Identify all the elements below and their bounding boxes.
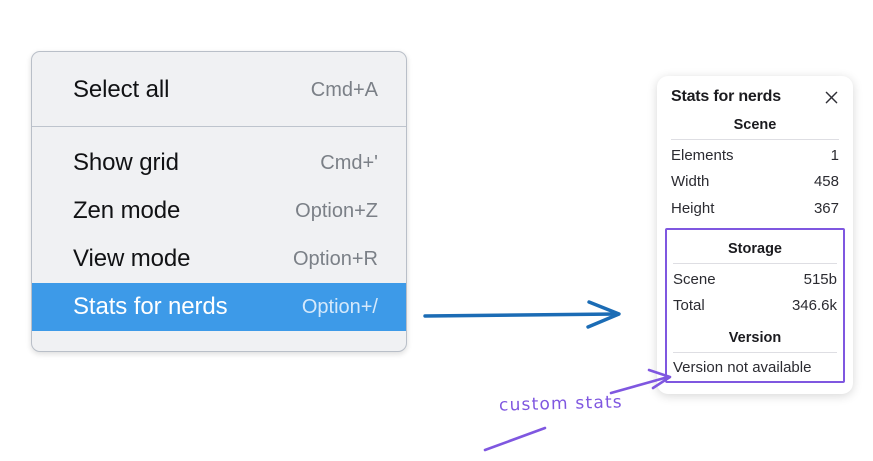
- menu-item-shortcut: Option+Z: [295, 199, 378, 222]
- stat-row-storage-scene: Scene 515b: [673, 267, 837, 293]
- storage-section: Storage Scene 515b Total 346.6k: [673, 230, 837, 320]
- menu-top-padding: [32, 52, 406, 66]
- custom-stats-highlight-box: Storage Scene 515b Total 346.6k Version …: [665, 227, 845, 384]
- menu-item-label: Stats for nerds: [73, 293, 228, 320]
- menu-item-label: Show grid: [73, 149, 179, 176]
- menu-item-shortcut: Option+R: [292, 247, 378, 270]
- stat-row-height: Height 367: [671, 196, 839, 222]
- scene-rule: [671, 139, 839, 140]
- version-rule: [673, 352, 837, 354]
- menu-group-padding: [32, 127, 406, 139]
- menu-item-view-mode[interactable]: View mode Option+R: [32, 235, 406, 283]
- stats-panel-header: Stats for nerds: [657, 86, 853, 106]
- version-heading: Version: [728, 330, 782, 347]
- stat-key: Total: [673, 297, 705, 314]
- menu-separator: [32, 126, 406, 127]
- menu-item-label: View mode: [73, 245, 191, 272]
- close-icon[interactable]: [823, 89, 840, 106]
- stat-key: Elements: [671, 147, 734, 164]
- stat-value: 515b: [803, 270, 837, 288]
- menu-item-label: Select all: [73, 76, 170, 103]
- menu-item-shortcut: Cmd+': [320, 151, 378, 174]
- storage-rule: [673, 262, 837, 264]
- menu-item-select-all[interactable]: Select all Cmd+A: [32, 66, 406, 114]
- stat-row-elements: Elements 1: [671, 143, 839, 169]
- menu-item-zen-mode[interactable]: Zen mode Option+Z: [32, 187, 406, 235]
- storage-heading: Storage: [728, 240, 782, 257]
- menu-bottom-padding: [32, 331, 406, 351]
- stat-key: Width: [671, 173, 710, 191]
- purple-underline-annotation: [483, 426, 547, 452]
- version-section: Version Version not available: [673, 319, 837, 377]
- stat-key: Height: [671, 199, 715, 217]
- version-value: Version not available: [673, 359, 812, 377]
- menu-item-stats-for-nerds[interactable]: Stats for nerds Option+/: [32, 283, 406, 331]
- stat-value: 458: [813, 173, 839, 191]
- stats-for-nerds-panel: Stats for nerds Scene Elements 1 Width 4…: [657, 76, 853, 395]
- menu-item-label: Zen mode: [73, 197, 181, 224]
- menu-item-shortcut: Cmd+A: [310, 78, 378, 101]
- scene-section: Scene Elements 1 Width 458 Height 367: [657, 106, 853, 222]
- stat-value: 367: [813, 199, 839, 217]
- stat-value: 1: [830, 147, 839, 164]
- scene-heading: Scene: [733, 117, 777, 133]
- stats-panel-title: Stats for nerds: [671, 88, 781, 105]
- menu-item-show-grid[interactable]: Show grid Cmd+': [32, 139, 406, 187]
- custom-stats-annotation-label: custom stats: [498, 392, 624, 416]
- context-menu[interactable]: Select all Cmd+A Show grid Cmd+' Zen mod…: [31, 51, 407, 352]
- menu-item-shortcut: Option+/: [301, 295, 378, 318]
- blue-arrow-annotation: [423, 300, 621, 329]
- menu-group-padding: [32, 114, 406, 126]
- stat-row-width: Width 458: [671, 169, 839, 195]
- stat-value: 346.6k: [791, 297, 837, 314]
- stat-row-storage-total: Total 346.6k: [673, 293, 837, 319]
- stat-key: Scene: [673, 270, 716, 288]
